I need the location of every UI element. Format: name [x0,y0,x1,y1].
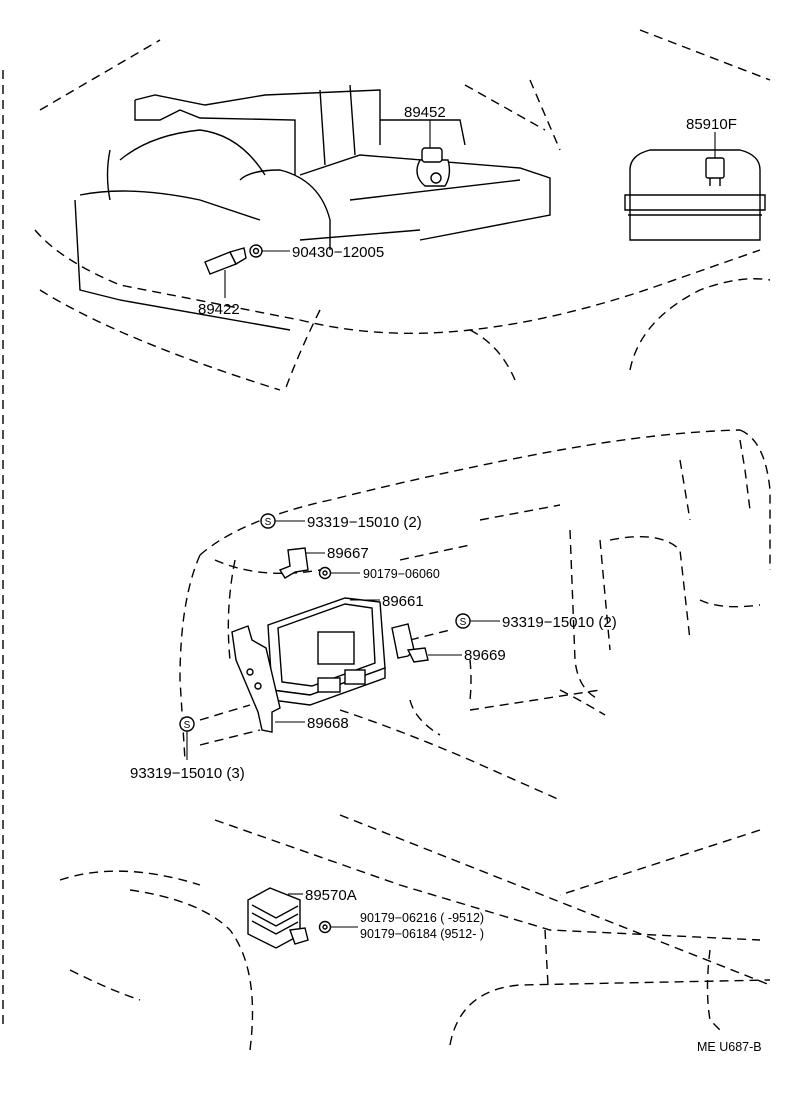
part-90179-nut [318,920,358,934]
screw-mark-bottom: S [184,720,191,731]
callout-93319-15010-bottom: 93319−15010 (3) [130,765,245,782]
screw-symbol-right: S [455,613,500,629]
part-89668-bracket [231,625,305,733]
callout-85910f: 85910F [686,116,737,133]
part-89669-bracket [391,623,462,663]
part-89667-bracket [278,547,325,579]
callout-89669: 89669 [464,647,506,664]
callout-89422: 89422 [198,301,240,318]
callout-93319-15010-right: 93319−15010 (2) [502,614,617,631]
callout-93319-15010-top: 93319−15010 (2) [307,514,422,531]
callout-89570a: 89570A [305,887,357,904]
fender-outline [59,814,771,1051]
callout-89452: 89452 [404,104,446,121]
callout-90430-12005: 90430−12005 [292,244,384,261]
part-90430-gasket [249,244,290,258]
diagram-code: ME U687-B [697,1040,762,1054]
engine-bay-outline [34,29,771,391]
part-89570a-module [247,887,309,949]
callout-90179-06184: 90179−06184 (9512- ) [360,927,484,941]
callout-90179-06216: 90179−06216 ( -9512) [360,911,484,925]
part-85910f-relay [624,132,766,241]
part-89452-sensor [416,120,451,187]
screw-mark-right: S [460,617,467,628]
callout-89668: 89668 [307,715,349,732]
dashboard-outline [179,429,771,801]
callout-90179-06060: 90179−06060 [363,567,440,581]
callout-89661: 89661 [382,593,424,610]
callout-89667: 89667 [327,545,369,562]
part-90179-06060-nut [318,566,360,580]
screw-symbol-bottom: S [179,716,195,760]
screw-symbol-top: S [260,513,305,529]
part-89661-ecu [267,597,386,706]
screw-mark-top: S [265,517,272,528]
part-89422-sensor [204,247,247,298]
